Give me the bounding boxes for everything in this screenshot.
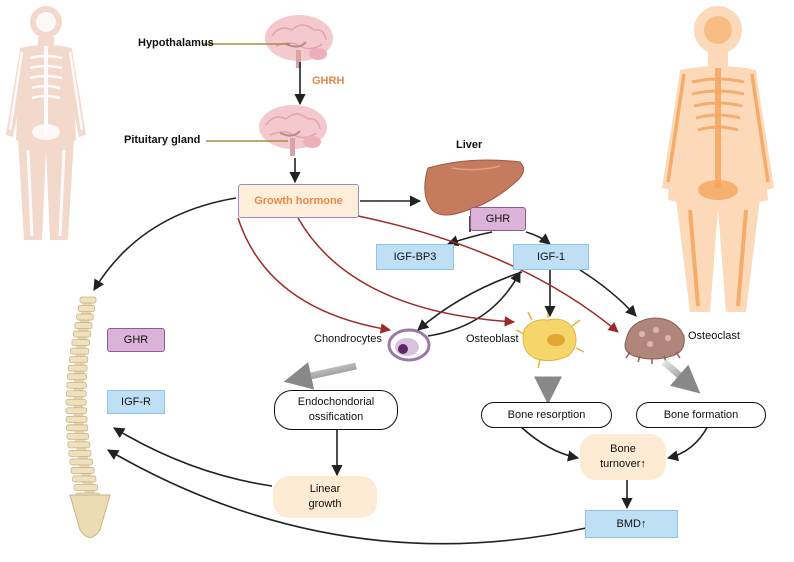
spine-illustration: [65, 296, 111, 538]
vertebra: [77, 305, 96, 312]
bone-turnover-box: Bone turnover↑: [580, 434, 666, 480]
igf-r-box: IGF-R: [107, 390, 165, 414]
vertebra: [67, 441, 91, 449]
vertebra: [79, 296, 97, 304]
bone-turnover-line1: Bone: [610, 443, 636, 455]
vertebra: [66, 381, 87, 389]
osteoblast-cell-illustration: [515, 310, 585, 369]
endochondral-line2: ossification: [308, 411, 364, 423]
bone-formation-box: Bone formation: [636, 402, 766, 428]
osteoblast-label: Osteoblast: [466, 333, 519, 345]
osteoclast-label: Osteoclast: [688, 330, 740, 342]
liver-illustration: [424, 159, 524, 216]
ghr-liver-box: GHR: [470, 207, 526, 231]
vertebra: [65, 407, 87, 415]
chondrocyte-cell-illustration: [387, 328, 431, 362]
vertebra: [69, 458, 93, 466]
vertebra: [72, 330, 92, 338]
vertebra: [73, 484, 99, 491]
vertebra: [74, 322, 93, 329]
igf-bp3-box: IGF-BP3: [376, 244, 454, 270]
child-body-illustration: [6, 6, 86, 240]
pituitary-brain-illustration: [259, 105, 327, 156]
red-arrows: [237, 215, 619, 334]
bone-resorption-box: Bone resorption: [481, 402, 612, 428]
vertebra: [67, 364, 88, 372]
chondrocytes-label: Chondrocytes: [314, 333, 382, 345]
endochondral-ossification-box: Endochondorial ossification: [274, 390, 398, 430]
vertebra: [71, 339, 91, 347]
hypothalamus-brain-illustration: [265, 15, 333, 68]
vertebra: [76, 313, 94, 321]
hypothalamus-label: Hypothalamus: [138, 37, 214, 49]
osteoclast-cell-illustration: [624, 317, 685, 364]
vertebra: [66, 424, 89, 432]
growth-hormone-box: Growth hormone: [238, 184, 359, 218]
vertebra: [68, 356, 89, 364]
linear-growth-box: Linear growth: [273, 476, 377, 518]
vertebra: [65, 415, 88, 423]
adult-body-illustration: [662, 6, 774, 312]
endochondral-line1: Endochondorial: [297, 396, 375, 408]
vertebra: [65, 390, 87, 398]
liver-label: Liver: [456, 139, 483, 151]
gray-arrows: [283, 359, 701, 405]
vertebra: [65, 398, 87, 406]
igf-1-box: IGF-1: [513, 244, 589, 270]
bmd-box: BMD↑: [585, 510, 678, 538]
linear-growth-line1: Linear: [309, 483, 341, 495]
bone-turnover-line2: turnover↑: [600, 458, 646, 470]
vertebra: [66, 432, 90, 440]
vertebra: [70, 347, 90, 355]
pituitary-gland-label: Pituitary gland: [124, 134, 201, 146]
linear-growth-line2: growth: [308, 498, 342, 510]
vertebra: [72, 475, 97, 483]
vertebra: [68, 449, 92, 457]
vertebra: [70, 467, 95, 474]
ghr-spine-box: GHR: [107, 328, 165, 352]
ghrh-label: GHRH: [312, 75, 345, 87]
vertebra: [67, 373, 88, 381]
